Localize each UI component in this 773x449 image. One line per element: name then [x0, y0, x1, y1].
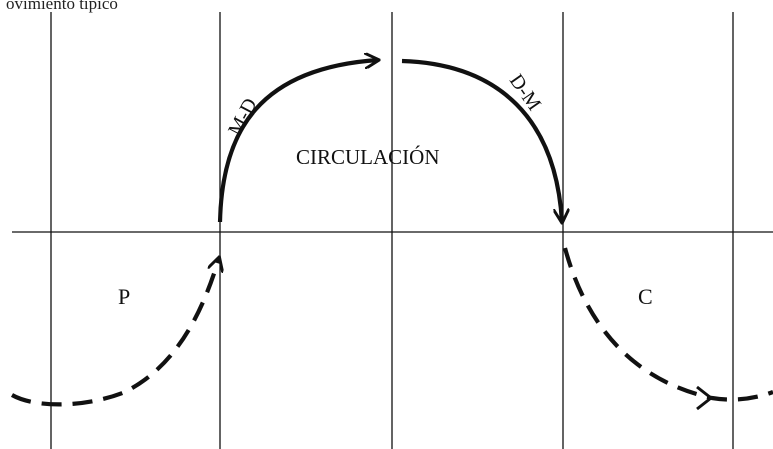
dashed-curve-left — [10, 258, 219, 407]
label-md: M-D — [224, 95, 262, 140]
label-p: P — [118, 284, 130, 309]
label-circulacion: CIRCULACIÓN — [296, 145, 440, 169]
dashed-curve-right-arrowhead — [696, 385, 714, 411]
arc-dm-arrow — [401, 58, 562, 222]
dashed-curve-right — [562, 247, 773, 402]
arc-md-arrow — [217, 60, 378, 223]
label-c: C — [638, 284, 653, 309]
header-fragment-text: ovimiento tipico — [6, 0, 118, 13]
label-dm: D-M — [505, 70, 545, 115]
